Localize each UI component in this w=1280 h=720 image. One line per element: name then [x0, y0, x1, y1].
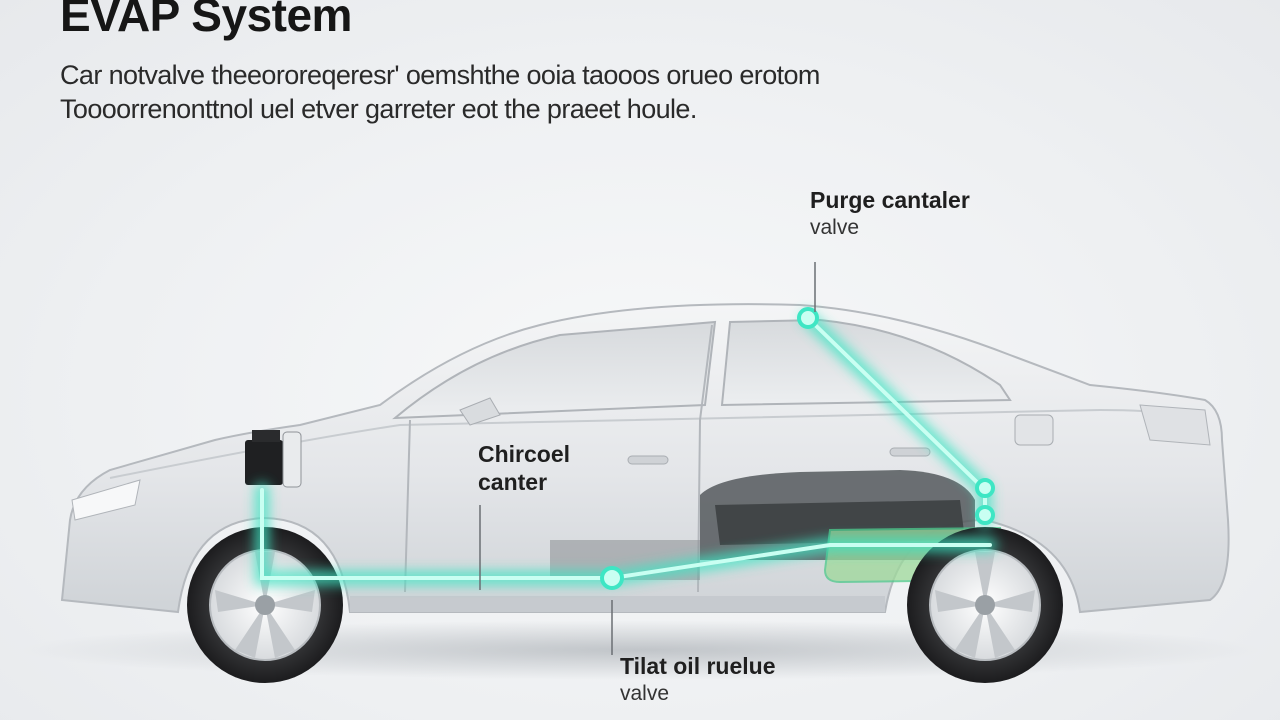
- subtitle-line-1: Car notvalve theeororeqeresr' oemshthe o…: [60, 60, 820, 90]
- page-title: EVAP System: [60, 0, 352, 41]
- subtitle-line-2: Toooorrenonttnol uel etver garreter eot …: [60, 94, 697, 124]
- leader-lines: [479, 262, 816, 655]
- evap-lines: [255, 307, 997, 590]
- tank-valve-label-line2: valve: [620, 682, 670, 705]
- tank-node: [975, 505, 995, 525]
- charcoal-canister-label-line2: canter: [478, 469, 548, 495]
- purge-valve-label-line1: Purge cantaler: [810, 187, 970, 213]
- canister-node: [975, 478, 995, 498]
- subtitle: Car notvalve theeororeqeresr' oemshthe o…: [60, 58, 960, 126]
- purge-valve-node: [797, 307, 819, 329]
- tank-valve-node: [600, 566, 624, 590]
- charcoal-canister-label-line1: Chircoel: [478, 441, 571, 467]
- charcoal-canister-label: Chircoel canter: [478, 440, 570, 496]
- purge-valve-label-line2: valve: [810, 216, 860, 239]
- tank-valve-label: Tilat oil ruelue valve: [620, 652, 776, 708]
- purge-valve-label: Purge cantaler valve: [810, 186, 970, 242]
- front-window: [392, 320, 717, 420]
- car-body: [60, 303, 1230, 614]
- rear-wheel: [907, 527, 1063, 683]
- tank-valve-label-line1: Tilat oil ruelue: [620, 653, 776, 679]
- rear-window: [720, 318, 1012, 407]
- front-canister: [245, 430, 302, 488]
